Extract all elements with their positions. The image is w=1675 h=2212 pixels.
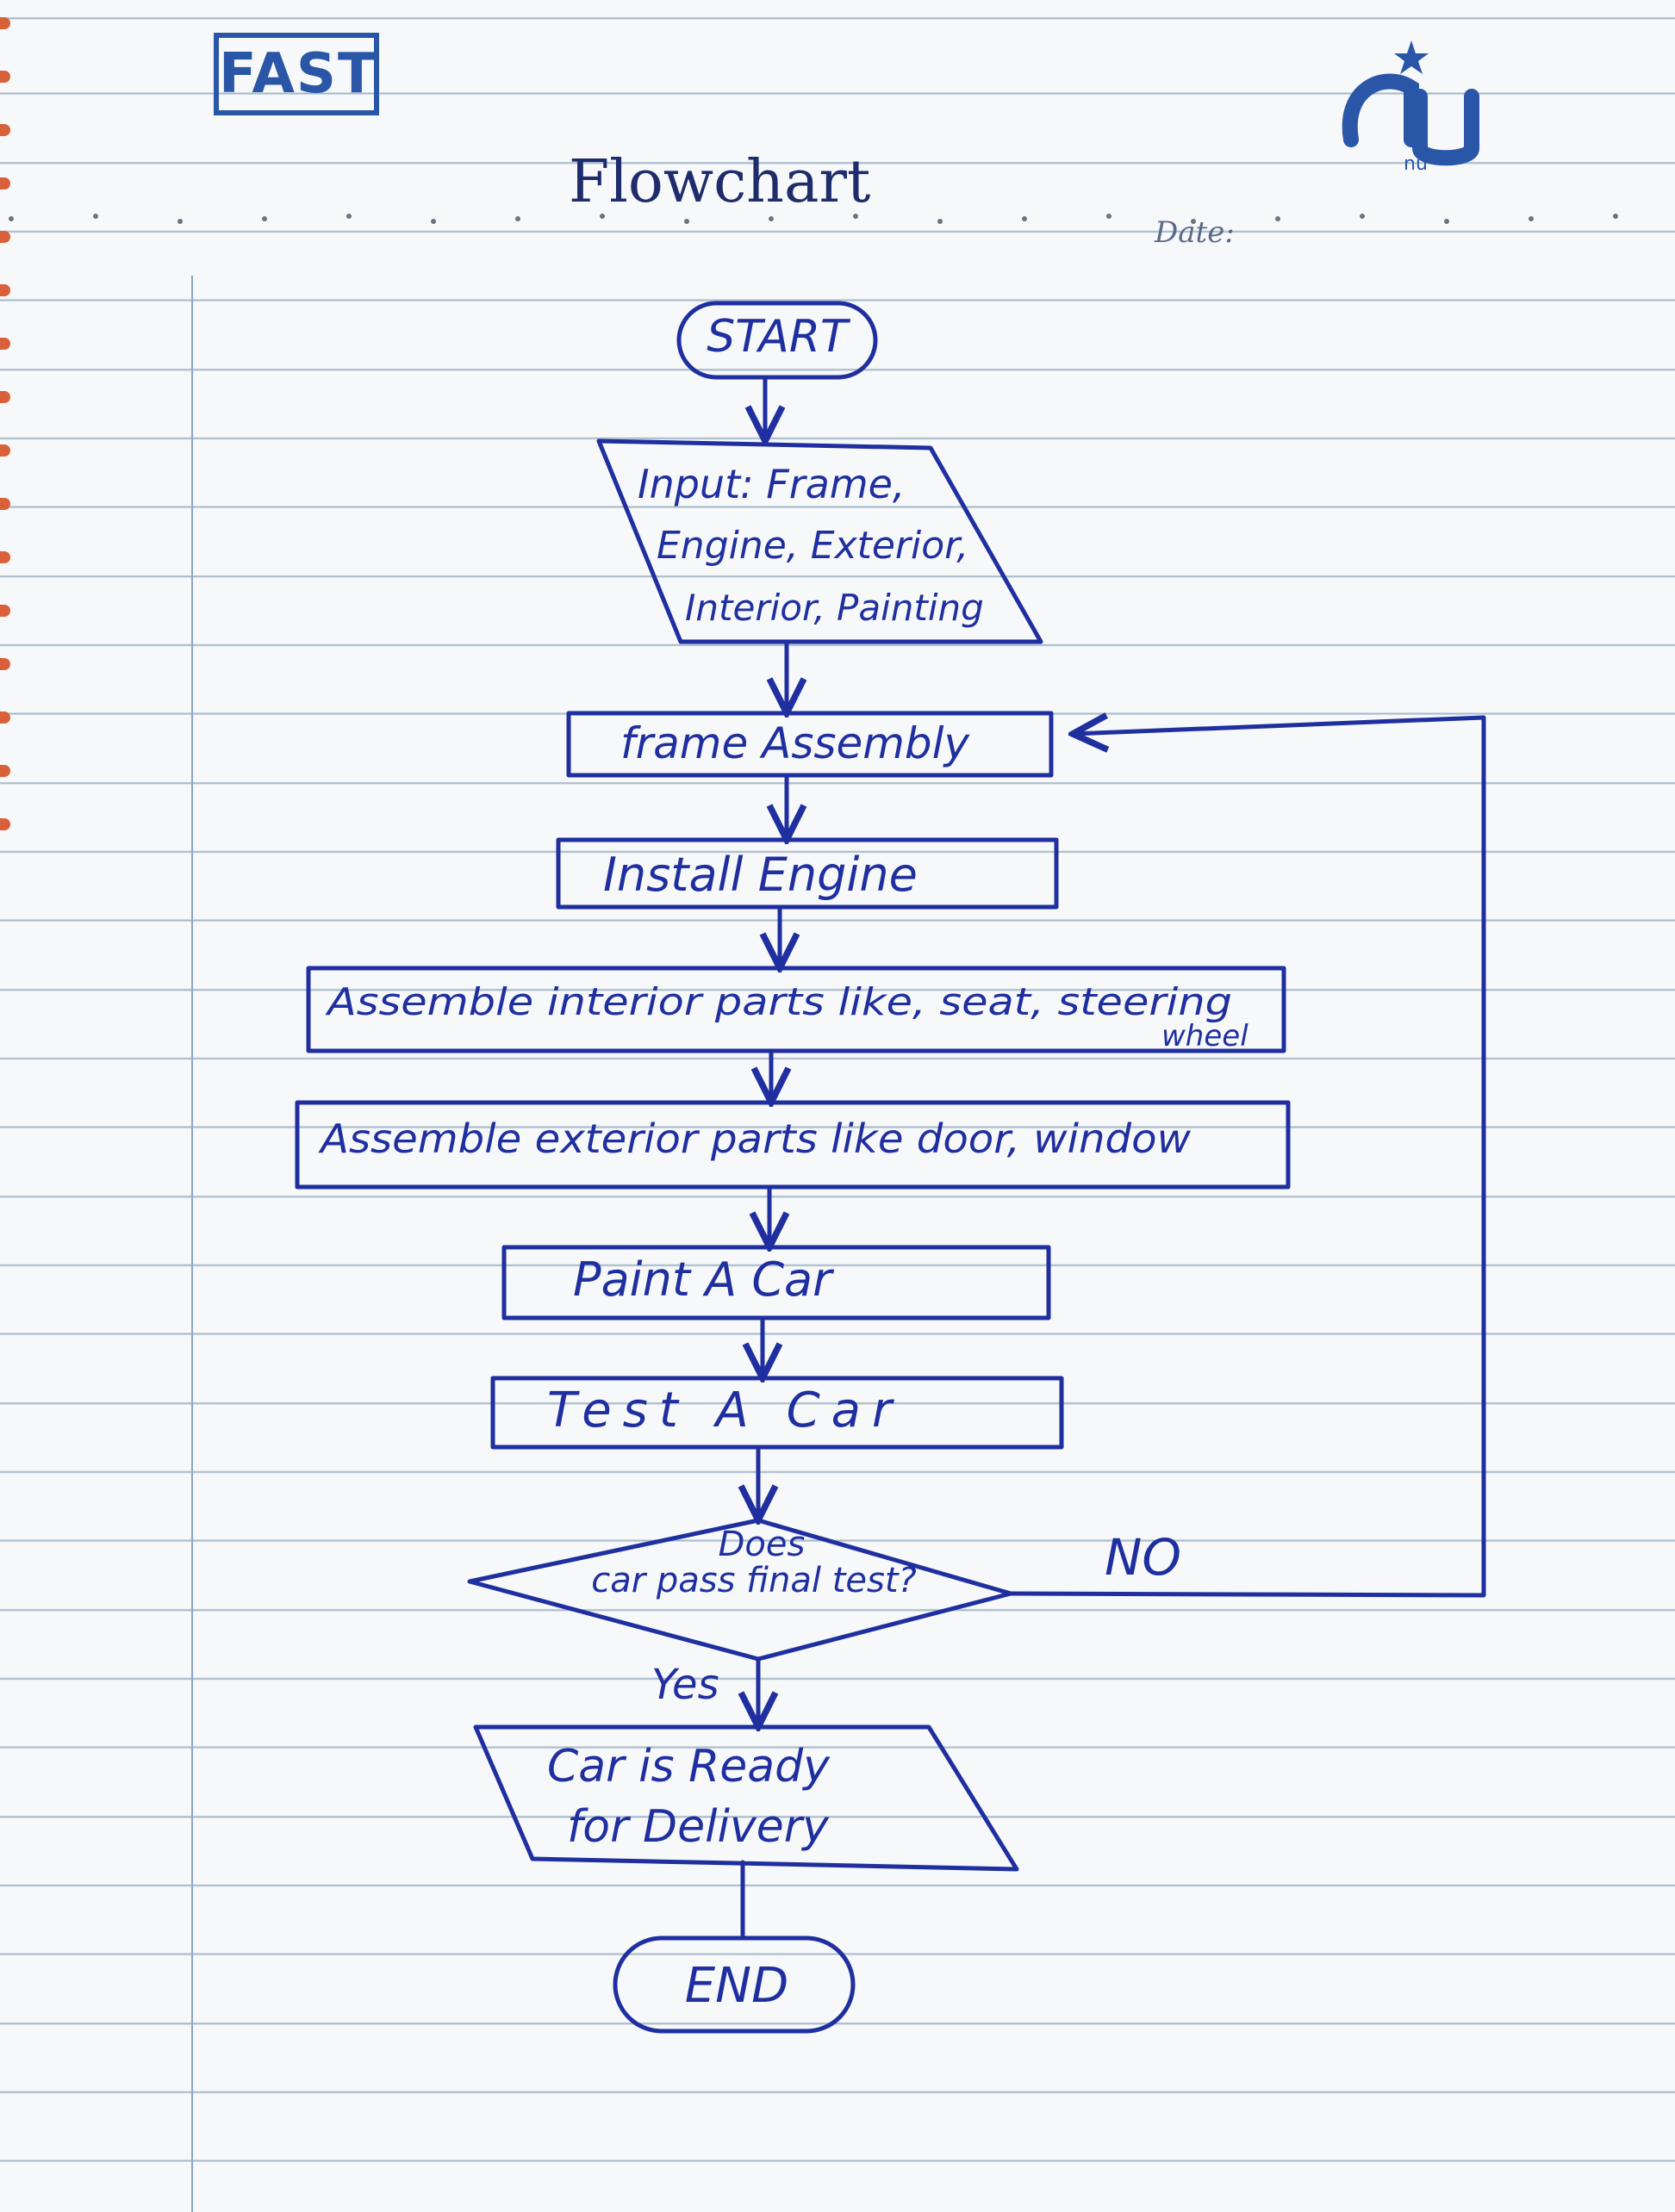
- date-label: Date:: [1155, 215, 1235, 250]
- decor-dot: [1613, 214, 1618, 219]
- decor-dot: [262, 216, 267, 221]
- nu-logo-text: nu: [1404, 153, 1428, 174]
- decor-dot: [431, 219, 436, 224]
- test-car-box: [490, 1376, 1064, 1450]
- binding-hole: [0, 71, 10, 83]
- page-title: Flowchart: [569, 148, 871, 216]
- assemble-interior-label: Assemble interior parts like, seat, stee…: [325, 980, 1232, 1024]
- binding-hole: [0, 605, 10, 617]
- decor-dot: [1444, 219, 1449, 224]
- input-line-3: Interior, Painting: [685, 587, 984, 629]
- decor-dot: [769, 216, 774, 221]
- yes-label: Yes: [651, 1661, 719, 1709]
- end-terminator: [613, 1936, 856, 2034]
- install-engine-box: [556, 837, 1059, 910]
- binding-hole: [0, 17, 10, 29]
- output-line-2: for Delivery: [567, 1801, 830, 1853]
- decor-dot: [937, 219, 943, 224]
- output-line-1: Car is Ready: [547, 1741, 831, 1793]
- input-parallelogram: [596, 438, 1043, 644]
- arrow-no-loop: [1008, 718, 1486, 1598]
- end-label: END: [685, 1958, 788, 2014]
- test-car-label: Test A Car: [547, 1382, 894, 1438]
- decor-dot: [1529, 216, 1534, 221]
- frame-assembly-label: frame Assembly: [620, 718, 971, 768]
- install-engine-label: Install Engine: [603, 848, 918, 902]
- binding-hole: [0, 551, 10, 563]
- binding-hole: [0, 124, 10, 136]
- decor-dot: [600, 214, 605, 219]
- decor-dot: [684, 219, 689, 224]
- decor-dot: [346, 214, 352, 219]
- decor-dot: [177, 219, 183, 224]
- assemble-interior-extra: wheel: [1161, 1019, 1248, 1053]
- assemble-exterior-label: Assemble exterior parts like door, windo…: [318, 1115, 1192, 1162]
- input-line-2: Engine, Exterior,: [657, 524, 968, 568]
- start-terminator: [676, 301, 878, 380]
- decision-line-1: Does: [719, 1525, 806, 1564]
- input-line-1: Input: Frame,: [638, 461, 906, 507]
- binding-hole: [0, 818, 10, 830]
- binding-hole: [0, 658, 10, 670]
- decor-dot: [1275, 216, 1280, 221]
- decor-dot: [9, 216, 14, 221]
- nu-logo: nu: [1342, 40, 1479, 174]
- binding-hole: [0, 177, 10, 190]
- assemble-interior-box: [306, 966, 1286, 1053]
- binding-hole: [0, 711, 10, 724]
- fast-logo: FAST: [214, 33, 379, 115]
- binding-hole: [0, 765, 10, 777]
- paint-car-box: [501, 1245, 1051, 1320]
- decor-dot: [853, 214, 858, 219]
- assemble-exterior-box: [295, 1100, 1291, 1190]
- dot-row: [0, 207, 1675, 233]
- decision-line-2: car pass final test?: [591, 1561, 917, 1600]
- decor-dot: [1106, 214, 1111, 219]
- start-label: START: [707, 311, 851, 363]
- decor-dot: [1360, 214, 1365, 219]
- binding-hole: [0, 338, 10, 350]
- paint-car-label: Paint A Car: [573, 1252, 834, 1307]
- binding-hole: [0, 231, 10, 243]
- fast-logo-text: FAST: [214, 33, 379, 115]
- decor-dot: [1022, 216, 1027, 221]
- margin-line: [191, 276, 193, 2212]
- binding-hole: [0, 498, 10, 510]
- frame-assembly-box: [566, 711, 1054, 778]
- output-parallelogram: [473, 1724, 1019, 1872]
- no-label: NO: [1105, 1528, 1181, 1587]
- binding-hole: [0, 391, 10, 403]
- decor-dot: [93, 214, 98, 219]
- decor-dot: [1191, 219, 1196, 224]
- binding-hole: [0, 444, 10, 457]
- binding-hole: [0, 284, 10, 296]
- decor-dot: [515, 216, 520, 221]
